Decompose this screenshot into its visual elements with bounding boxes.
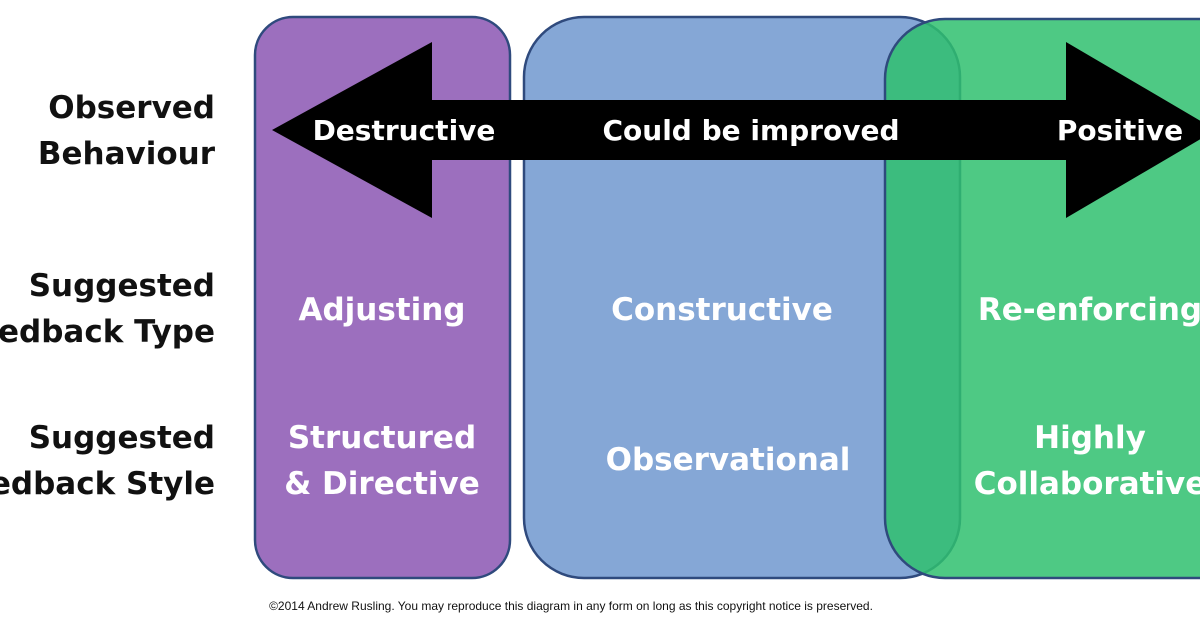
- type-adjusting: Adjusting: [298, 292, 465, 328]
- type-reenforcing: Re-enforcing: [978, 292, 1200, 328]
- style-highly: Highly: [1034, 420, 1146, 456]
- copyright-notice: ©2014 Andrew Rusling. You may reproduce …: [269, 599, 873, 613]
- row-label-suggested-style: Suggested: [29, 420, 215, 456]
- style-collaborative: Collaborative: [974, 466, 1200, 502]
- row-label-behaviour: Behaviour: [38, 136, 216, 172]
- arrow-label-positive: Positive: [1057, 114, 1183, 147]
- row-label-feedback-style: Feedback Style: [0, 466, 215, 502]
- style-structured: Structured: [288, 420, 476, 456]
- arrow-label-destructive: Destructive: [313, 114, 496, 147]
- double-arrow: [272, 42, 1200, 218]
- row-label-suggested-type: Suggested: [29, 268, 215, 304]
- row-label-feedback-type: Feedback Type: [0, 314, 215, 350]
- arrow-label-could-be-improved: Could be improved: [602, 114, 899, 147]
- style-directive: & Directive: [284, 466, 480, 502]
- row-label-observed: Observed: [48, 90, 215, 126]
- type-constructive: Constructive: [611, 292, 833, 328]
- style-observational: Observational: [606, 442, 851, 478]
